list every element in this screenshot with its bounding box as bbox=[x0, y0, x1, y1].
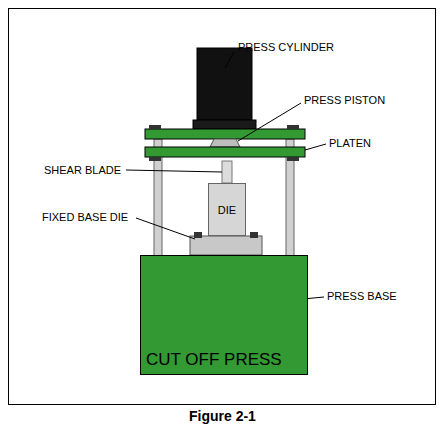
figure-caption: Figure 2-1 bbox=[189, 408, 256, 424]
machine-name: CUT OFF PRESS bbox=[146, 350, 282, 370]
fixed-base-die bbox=[190, 236, 262, 255]
bolt bbox=[194, 232, 202, 238]
leader-line bbox=[305, 144, 326, 150]
press-base: CUT OFF PRESS bbox=[140, 255, 308, 375]
platen bbox=[145, 147, 305, 157]
part-label: PRESS PISTON bbox=[304, 94, 385, 107]
part-label: PRESS BASE bbox=[327, 290, 397, 303]
part-label: PLATEN bbox=[329, 137, 371, 150]
press-cylinder bbox=[197, 48, 252, 120]
leader-line bbox=[126, 170, 222, 172]
nut bbox=[287, 125, 299, 129]
cylinder-flange bbox=[193, 120, 256, 129]
leader-line bbox=[225, 52, 234, 68]
press-piston bbox=[210, 139, 240, 147]
leader-line bbox=[136, 218, 195, 239]
figure-frame bbox=[9, 9, 436, 405]
nut bbox=[149, 125, 161, 129]
shear-blade bbox=[222, 161, 232, 183]
nut bbox=[149, 157, 161, 161]
top-plate bbox=[145, 129, 305, 139]
part-label: FIXED BASE DIE bbox=[42, 211, 128, 224]
nut bbox=[287, 157, 299, 161]
part-label: PRESS CYLINDER bbox=[238, 41, 334, 54]
part-label: SHEAR BLADE bbox=[44, 164, 121, 177]
part-name: DIE bbox=[218, 204, 236, 216]
leader-line bbox=[238, 103, 301, 141]
die-block: DIE bbox=[208, 183, 246, 236]
bolt bbox=[250, 232, 258, 238]
